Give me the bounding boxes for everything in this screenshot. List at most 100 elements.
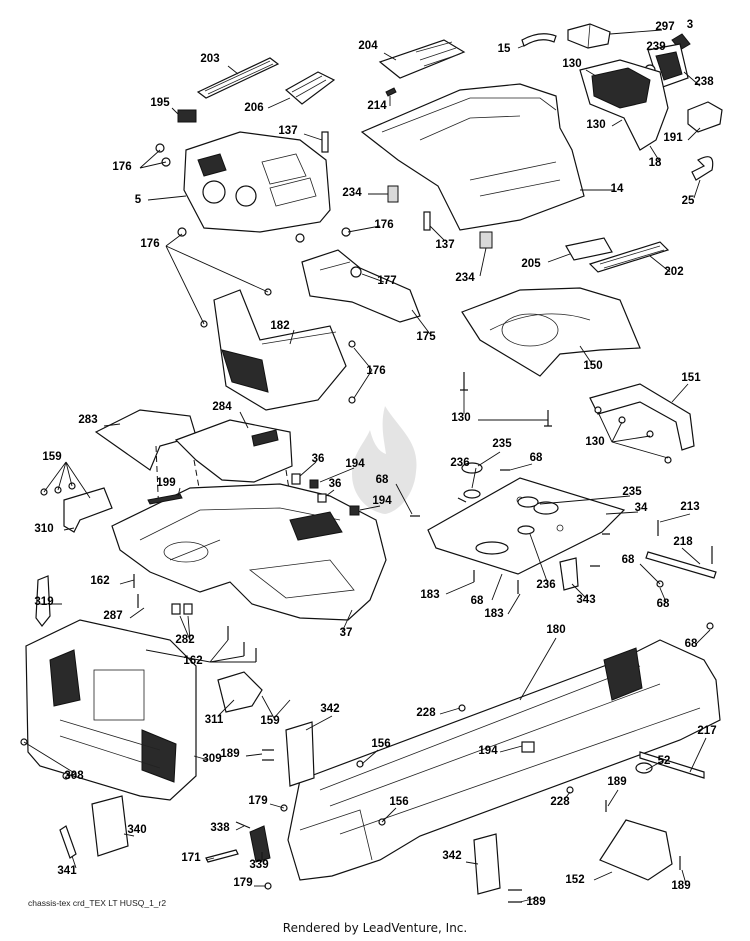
callout-238: 238 [694, 76, 714, 88]
callout-130: 130 [451, 412, 470, 424]
part-137-strip [321, 131, 329, 153]
callout-15: 15 [498, 43, 511, 55]
callout-217: 217 [697, 725, 716, 737]
callout-340: 340 [127, 824, 146, 836]
callout-14: 14 [611, 183, 624, 195]
callout-342: 342 [320, 703, 339, 715]
part-25-clip [691, 156, 714, 181]
callout-236: 236 [450, 457, 469, 469]
part-150-tank-support [461, 287, 641, 377]
callout-36: 36 [329, 478, 342, 490]
callout-182: 182 [270, 320, 289, 332]
callout-189: 189 [220, 748, 239, 760]
callout-189: 189 [607, 776, 626, 788]
callout-199: 199 [156, 477, 175, 489]
callout-310: 310 [34, 523, 53, 535]
part-37-fender-deck [111, 483, 387, 621]
callout-130: 130 [586, 119, 605, 131]
callout-leaders [23, 29, 711, 903]
callout-180: 180 [546, 624, 565, 636]
part-218-bar [645, 520, 717, 630]
callout-202: 202 [664, 266, 683, 278]
part-171-pin [205, 849, 239, 863]
part-204-vent [378, 39, 466, 79]
callout-34: 34 [635, 502, 648, 514]
callout-228: 228 [550, 796, 570, 808]
part-176-grommets [155, 143, 356, 404]
callout-287: 287 [103, 610, 122, 622]
callout-176: 176 [140, 238, 159, 250]
part-203-grille [196, 57, 280, 99]
callout-338: 338 [210, 822, 230, 834]
callout-189: 189 [671, 880, 690, 892]
callout-205: 205 [521, 258, 541, 270]
part-342-plate-b [473, 833, 501, 895]
callout-37: 37 [340, 627, 353, 639]
part-282-clips [171, 603, 193, 615]
part-342-plate [285, 721, 315, 787]
callout-150: 150 [583, 360, 602, 372]
callout-18: 18 [649, 157, 662, 169]
callout-206: 206 [244, 102, 263, 114]
callout-214: 214 [367, 100, 387, 112]
callout-171: 171 [181, 852, 201, 864]
part-152-cover [599, 819, 673, 881]
part-202-grille [588, 241, 670, 273]
callout-68: 68 [530, 452, 543, 464]
part-341-clip [59, 825, 77, 859]
part-339-spring [249, 825, 271, 863]
part-191-block [687, 101, 723, 133]
callout-5: 5 [135, 194, 142, 206]
callout-339: 339 [249, 859, 268, 871]
part-205-grille [565, 237, 613, 261]
callout-156: 156 [371, 738, 390, 750]
part-68-183-bolts [410, 469, 610, 594]
part-15-trim [521, 33, 557, 47]
callout-235: 235 [622, 486, 642, 498]
callout-176: 176 [374, 219, 393, 231]
callout-179: 179 [233, 877, 252, 889]
part-199-strip [147, 493, 183, 505]
part-151-bracket [589, 383, 695, 451]
part-319-bracket [35, 575, 51, 627]
callout-189: 189 [526, 896, 545, 908]
callout-341: 341 [57, 865, 77, 877]
callout-68: 68 [376, 474, 389, 486]
part-297-cap [567, 23, 611, 49]
callout-68: 68 [622, 554, 635, 566]
diagram-code: chassis-tex crd_TEX LT HUSQ_1_r2 [28, 898, 167, 908]
callout-175: 175 [416, 331, 436, 343]
part-180-frame [287, 639, 721, 881]
callout-52: 52 [658, 755, 671, 767]
callout-156: 156 [389, 796, 408, 808]
callout-203: 203 [200, 53, 219, 65]
callout-179: 179 [248, 795, 267, 807]
callout-228: 228 [416, 707, 436, 719]
part-340-plate [91, 795, 129, 857]
callout-3: 3 [687, 19, 693, 31]
part-18-housing [579, 59, 669, 151]
part-194-nut [521, 741, 535, 753]
callout-162: 162 [90, 575, 109, 587]
callout-159: 159 [42, 451, 61, 463]
callout-183: 183 [420, 589, 439, 601]
callout-194: 194 [372, 495, 392, 507]
callout-194: 194 [345, 458, 365, 470]
part-206-bracket [284, 71, 336, 105]
part-36-194-fasteners [291, 473, 360, 516]
callout-218: 218 [673, 536, 693, 548]
callout-176: 176 [366, 365, 385, 377]
part-284-fender [174, 419, 293, 483]
part-234-pad [387, 185, 399, 203]
render-credit: Rendered by LeadVenture, Inc. [282, 921, 468, 935]
part-214-screw [385, 87, 397, 97]
callout-195: 195 [150, 97, 170, 109]
callout-130: 130 [585, 436, 604, 448]
part-175-bracket [301, 249, 421, 323]
part-235-236-bushings [461, 462, 539, 535]
callout-297: 297 [655, 21, 674, 33]
callout-234: 234 [455, 272, 475, 284]
callout-130: 130 [562, 58, 581, 70]
